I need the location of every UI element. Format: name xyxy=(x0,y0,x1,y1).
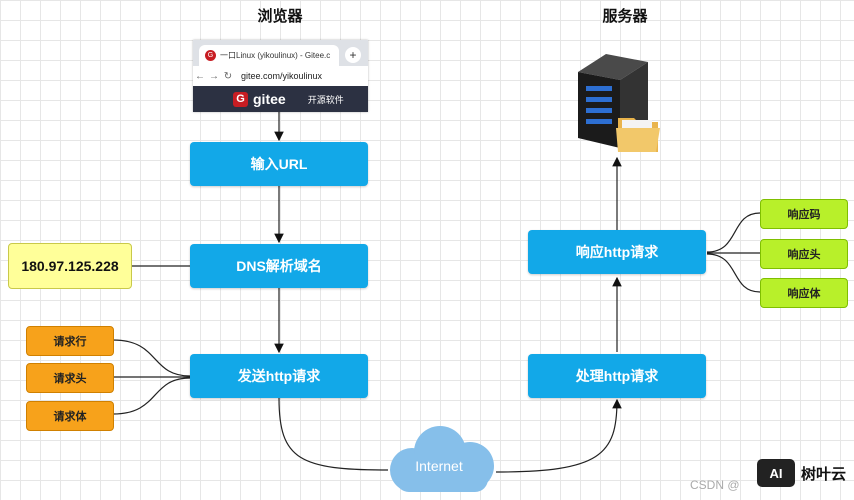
internet-cloud-shape xyxy=(390,426,494,492)
csdn-watermark: CSDN @ xyxy=(690,478,740,492)
response-header-tag: 响应头 xyxy=(760,239,848,269)
line-request-line xyxy=(112,339,191,377)
ai-badge-icon: AI xyxy=(756,459,795,487)
gitee-banner: G gitee 开源软件 xyxy=(193,86,368,112)
line-response-body xyxy=(706,253,761,293)
forward-arrow-icon[interactable]: → xyxy=(209,70,219,82)
step-input-url: 输入URL xyxy=(190,142,368,186)
browser-tab-title: 一口Linux (yikoulinux) - Gitee.c xyxy=(220,51,331,60)
browser-tab[interactable]: G 一口Linux (yikoulinux) - Gitee.c xyxy=(199,45,339,66)
browser-toolbar: ← → ↻ gitee.com/yikoulinux xyxy=(193,66,368,86)
new-tab-icon[interactable]: + xyxy=(345,47,361,63)
response-code-tag: 响应码 xyxy=(760,199,848,229)
gitee-brand: gitee xyxy=(253,91,286,107)
internet-label: Internet xyxy=(415,458,463,474)
gitee-favicon-icon: G xyxy=(205,50,216,61)
server-column-title: 服务器 xyxy=(602,8,648,25)
browser-column-title: 浏览器 xyxy=(257,8,303,25)
line-request-body xyxy=(112,377,191,415)
address-bar[interactable]: gitee.com/yikoulinux xyxy=(241,71,323,81)
response-body-tag: 响应体 xyxy=(760,278,848,308)
step-respond-http-request: 响应http请求 xyxy=(528,230,706,274)
reload-icon[interactable]: ↻ xyxy=(223,70,233,82)
step-process-http-request: 处理http请求 xyxy=(528,354,706,398)
ip-address-box: 180.97.125.228 xyxy=(8,243,132,289)
arrow-internet-to-process xyxy=(495,398,622,473)
line-response-code xyxy=(706,212,761,253)
browser-snapshot: G 一口Linux (yikoulinux) - Gitee.c + ← → ↻… xyxy=(193,40,368,112)
line-send-to-internet xyxy=(278,397,389,471)
server-icon xyxy=(578,54,648,148)
ai-watermark: AI 树叶云 xyxy=(756,459,846,487)
request-header-tag: 请求头 xyxy=(26,363,114,393)
step-send-http-request: 发送http请求 xyxy=(190,354,368,398)
folder-icon xyxy=(616,118,660,152)
browser-tab-bar: G 一口Linux (yikoulinux) - Gitee.c + xyxy=(193,40,368,66)
gitee-logo-icon: G xyxy=(233,91,248,107)
watermark-text: 树叶云 xyxy=(800,465,846,483)
request-body-tag: 请求体 xyxy=(26,401,114,431)
back-arrow-icon[interactable]: ← xyxy=(195,70,205,82)
request-line-tag: 请求行 xyxy=(26,326,114,356)
gitee-slogan: 开源软件 xyxy=(307,94,344,105)
step-dns-resolve: DNS解析域名 xyxy=(190,244,368,288)
